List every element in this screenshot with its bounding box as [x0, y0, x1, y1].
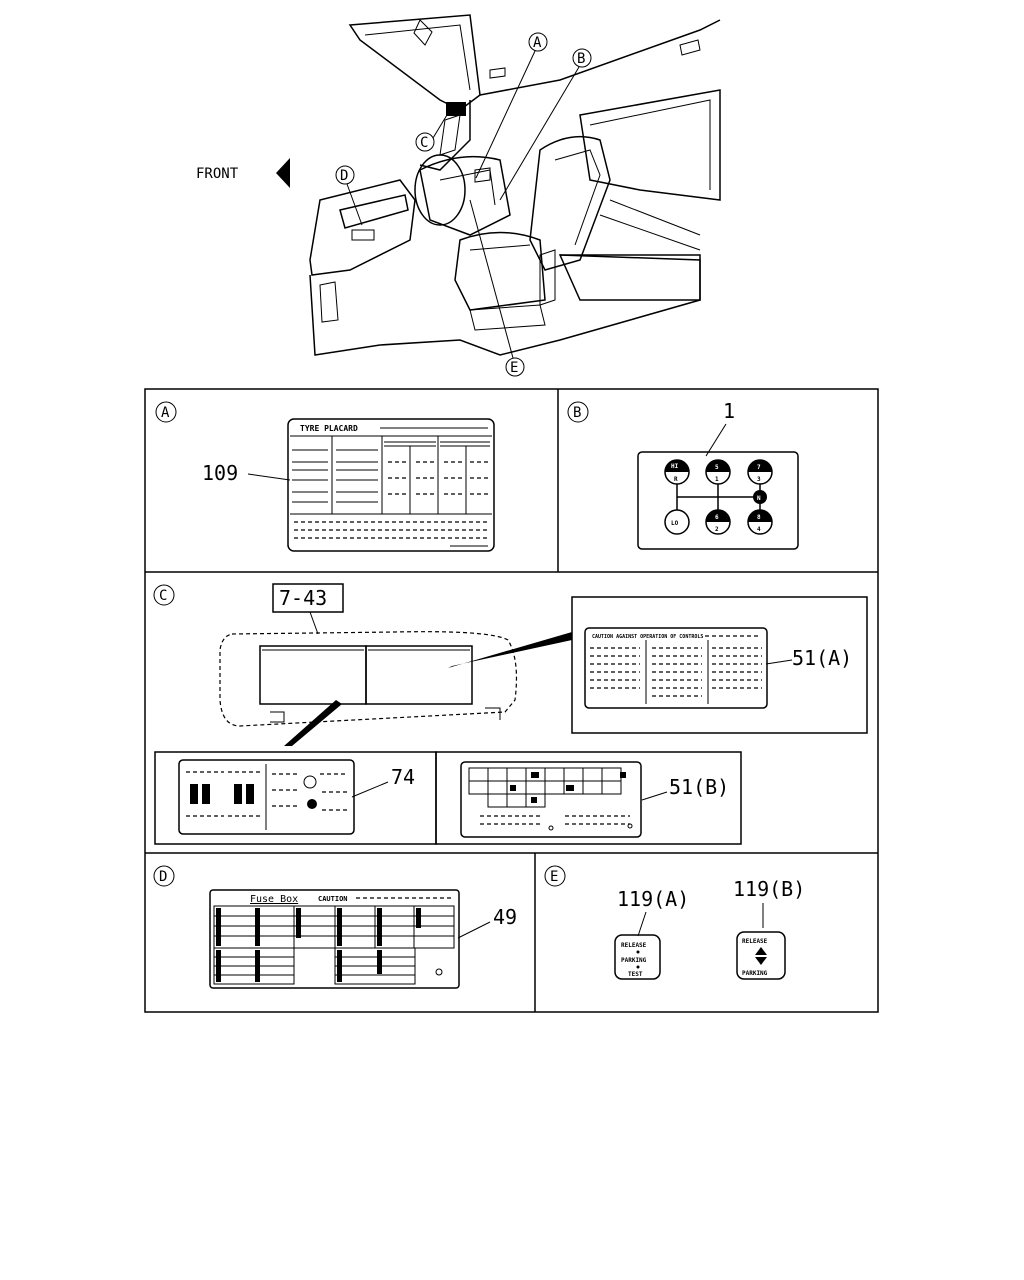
panel-a: A 109 TYRE PLACARD — [155, 401, 495, 552]
part-49-label: 49 — [493, 905, 517, 929]
panel-b-letter: B — [573, 405, 581, 421]
sun-visor-label-location — [446, 102, 466, 116]
gear-6-2-icon: 6 2 — [705, 509, 731, 535]
panel-c: C 7-43 51(A) CAUTION AGAINST OPERATION O… — [153, 583, 868, 845]
svg-text:HI: HI — [671, 463, 679, 470]
caution-label-51a: CAUTION AGAINST OPERATION OF CONTROLS — [584, 627, 768, 709]
svg-text:N: N — [757, 495, 761, 502]
panel-grid — [144, 388, 879, 1013]
panel-e: E 119(A) 119(B) RELEASE PARKING TEST REL… — [544, 865, 805, 980]
fuse-box-label: Fuse Box CAUTION — [209, 889, 460, 989]
label-74 — [178, 759, 355, 835]
svg-text:2: 2 — [715, 526, 719, 533]
fuse-box-caution: CAUTION — [318, 895, 348, 903]
svg-text:RELEASE: RELEASE — [742, 938, 768, 945]
svg-text:4: 4 — [757, 526, 761, 533]
overview-callouts: A B C D E — [335, 32, 592, 377]
part-74-label: 74 — [391, 765, 415, 789]
cab-illustration — [309, 14, 721, 356]
svg-text:1: 1 — [715, 476, 719, 483]
panel-b: B 1 HI R 5 1 — [567, 399, 799, 550]
gear-hi-r-icon: HI R — [664, 459, 690, 485]
arrow-up-icon — [755, 947, 767, 955]
callout-d: D — [340, 168, 348, 184]
panel-a-letter: A — [161, 405, 170, 421]
svg-text:3: 3 — [757, 476, 761, 483]
gear-lo-icon: LO — [664, 509, 690, 535]
gear-7-3-icon: 7 3 — [747, 459, 773, 485]
svg-text:8: 8 — [757, 514, 761, 521]
part-1-label: 1 — [723, 399, 735, 423]
sun-visor — [219, 631, 518, 727]
part-119b-label: 119(B) — [733, 877, 805, 901]
front-label: FRONT — [196, 166, 239, 182]
fuse-box-title: Fuse Box — [250, 894, 298, 905]
part-119a-label: 119(A) — [617, 887, 689, 911]
callout-b: B — [577, 51, 585, 67]
callout-a: A — [533, 35, 542, 51]
panel-c-letter: C — [159, 588, 167, 604]
shift-pattern-plate: HI R 5 1 7 3 LO 6 — [637, 451, 799, 550]
svg-text:7: 7 — [757, 464, 761, 471]
label-51b — [460, 761, 642, 838]
pointer-51a — [448, 632, 572, 668]
gear-8-4-icon: 8 4 — [747, 509, 773, 535]
part-109-label: 109 — [202, 461, 238, 485]
gear-5-1-icon: 5 1 — [705, 459, 731, 485]
svg-text:6: 6 — [715, 514, 719, 521]
caution-label-title: CAUTION AGAINST OPERATION OF CONTROLS — [592, 634, 703, 640]
panel-e-letter: E — [550, 869, 558, 885]
tyre-placard-title: TYRE PLACARD — [300, 424, 358, 433]
pointer-74 — [284, 700, 342, 746]
front-arrow-icon — [276, 158, 290, 188]
svg-text:R: R — [674, 476, 678, 483]
callout-c: C — [420, 135, 428, 151]
panel-d: D 49 Fuse Box CAUTION — [153, 865, 517, 989]
panel-d-letter: D — [159, 869, 167, 885]
svg-text:TEST: TEST — [628, 971, 643, 978]
tyre-placard: TYRE PLACARD — [287, 418, 495, 552]
svg-text:5: 5 — [715, 464, 719, 471]
label-119a: RELEASE PARKING TEST — [614, 934, 661, 980]
arrow-down-icon — [755, 957, 767, 965]
svg-text:PARKING: PARKING — [621, 957, 647, 964]
svg-text:LO: LO — [671, 520, 679, 527]
ref-7-43-label: 7-43 — [279, 586, 327, 610]
label-119b: RELEASE PARKING — [736, 931, 786, 980]
svg-text:RELEASE: RELEASE — [621, 942, 647, 949]
part-51a-label: 51(A) — [792, 646, 852, 670]
callout-e: E — [510, 360, 518, 376]
neutral-icon: N — [753, 490, 767, 504]
part-51b-label: 51(B) — [669, 775, 729, 799]
svg-text:PARKING: PARKING — [742, 970, 768, 977]
